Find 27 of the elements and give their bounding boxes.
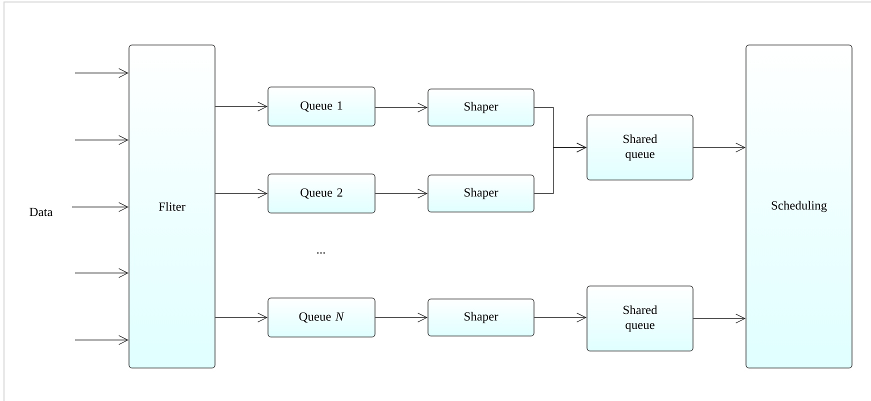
arrow (74, 68, 129, 78)
process-box: Shared queue (586, 114, 694, 180)
arrow (534, 312, 587, 322)
arrow (215, 312, 268, 322)
arrow (72, 202, 129, 212)
arrow (375, 312, 428, 322)
arrow (74, 135, 129, 145)
process-box: Queue N (268, 298, 376, 338)
process-box: Shaper (428, 88, 534, 126)
arrow (74, 268, 129, 278)
process-box: Shaper (428, 174, 534, 212)
arrow (693, 314, 746, 324)
arrow (215, 102, 268, 112)
arrow (375, 102, 428, 112)
arrow (534, 142, 587, 194)
filter-box: Fliter (128, 44, 216, 368)
arrow (74, 335, 129, 345)
arrow (215, 188, 268, 198)
process-box: Shared queue (586, 286, 694, 352)
process-box: Queue 2 (268, 174, 376, 214)
process-box: Queue 1 (268, 86, 376, 126)
data-label: Data (30, 208, 53, 216)
arrow (693, 142, 746, 152)
process-box: Shaper (428, 298, 534, 336)
ellipsis-label: ... (317, 252, 325, 254)
arrow (375, 188, 428, 198)
scheduling-box: Scheduling (746, 44, 852, 368)
